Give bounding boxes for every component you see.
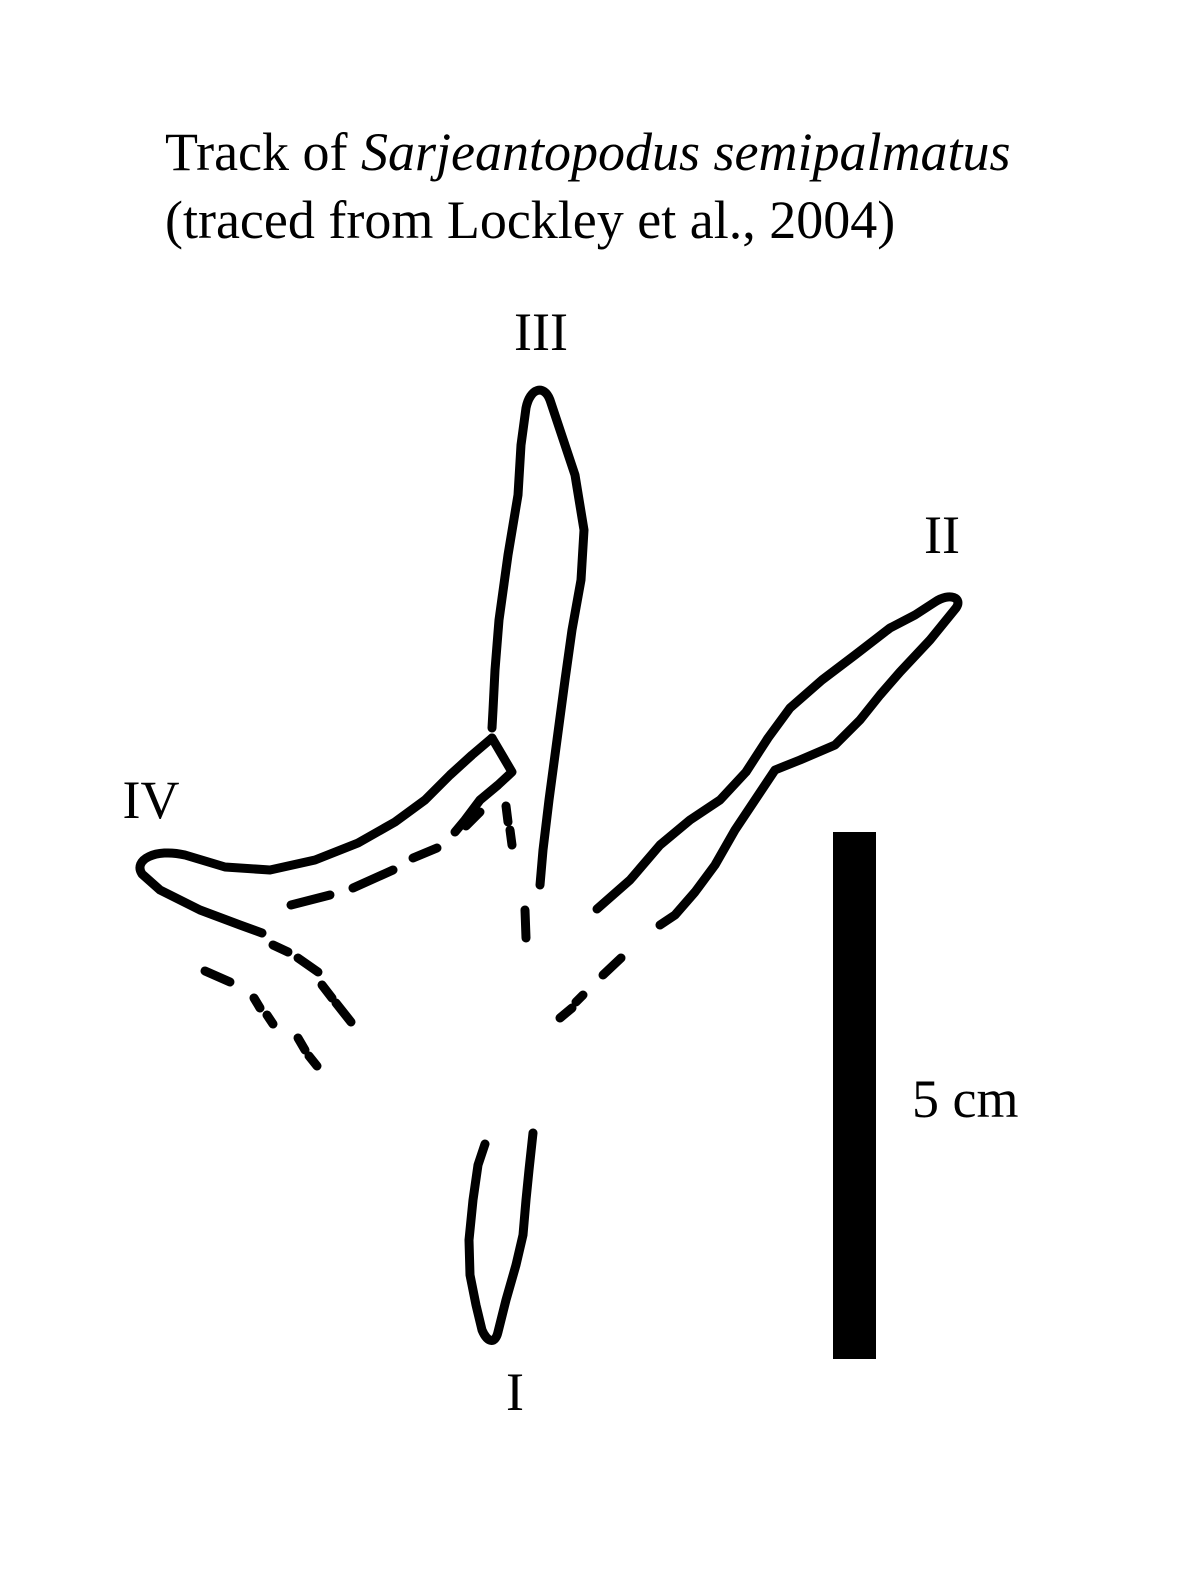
digit-label-II: II: [924, 505, 960, 565]
digit-III-outline: [487, 385, 589, 890]
dash: [598, 953, 626, 980]
dash: [520, 905, 531, 943]
dash: [293, 953, 323, 977]
digit-II-outline: [592, 592, 963, 930]
dash: [286, 890, 335, 910]
dash: [249, 993, 265, 1013]
title-line-2: (traced from Lockley et al., 2004): [165, 190, 896, 250]
dash: [571, 990, 588, 1007]
scale-bar-label: 5 cm: [912, 1069, 1019, 1129]
dash: [317, 980, 337, 1003]
title-species: Sarjeantopodus semipalmatus: [361, 122, 1011, 182]
dash: [304, 1051, 322, 1071]
title-prefix: Track of: [165, 122, 361, 182]
dash: [555, 1003, 577, 1023]
dash: [461, 807, 485, 831]
dash: [505, 825, 517, 850]
dash: [262, 1010, 278, 1029]
dash: [501, 801, 513, 827]
digit-label-III: III: [514, 302, 568, 362]
dash: [293, 1033, 310, 1055]
digit-IV-upper-outline: [450, 733, 517, 837]
digit-IV-top-outline: [135, 733, 497, 938]
digit-label-IV: IV: [122, 770, 180, 830]
scale-bar: [833, 832, 876, 1359]
dashed-segments: [200, 801, 626, 1071]
figure-title: Track of Sarjeantopodus semipalmatus (tr…: [165, 118, 1011, 254]
dash: [408, 843, 442, 863]
dash: [200, 966, 235, 987]
title-line-1: Track of Sarjeantopodus semipalmatus: [165, 118, 1011, 186]
dash: [331, 998, 356, 1027]
digit-I-outline: [464, 1128, 538, 1345]
digit-label-I: I: [506, 1362, 524, 1422]
dash: [268, 940, 293, 957]
dash: [348, 865, 398, 893]
